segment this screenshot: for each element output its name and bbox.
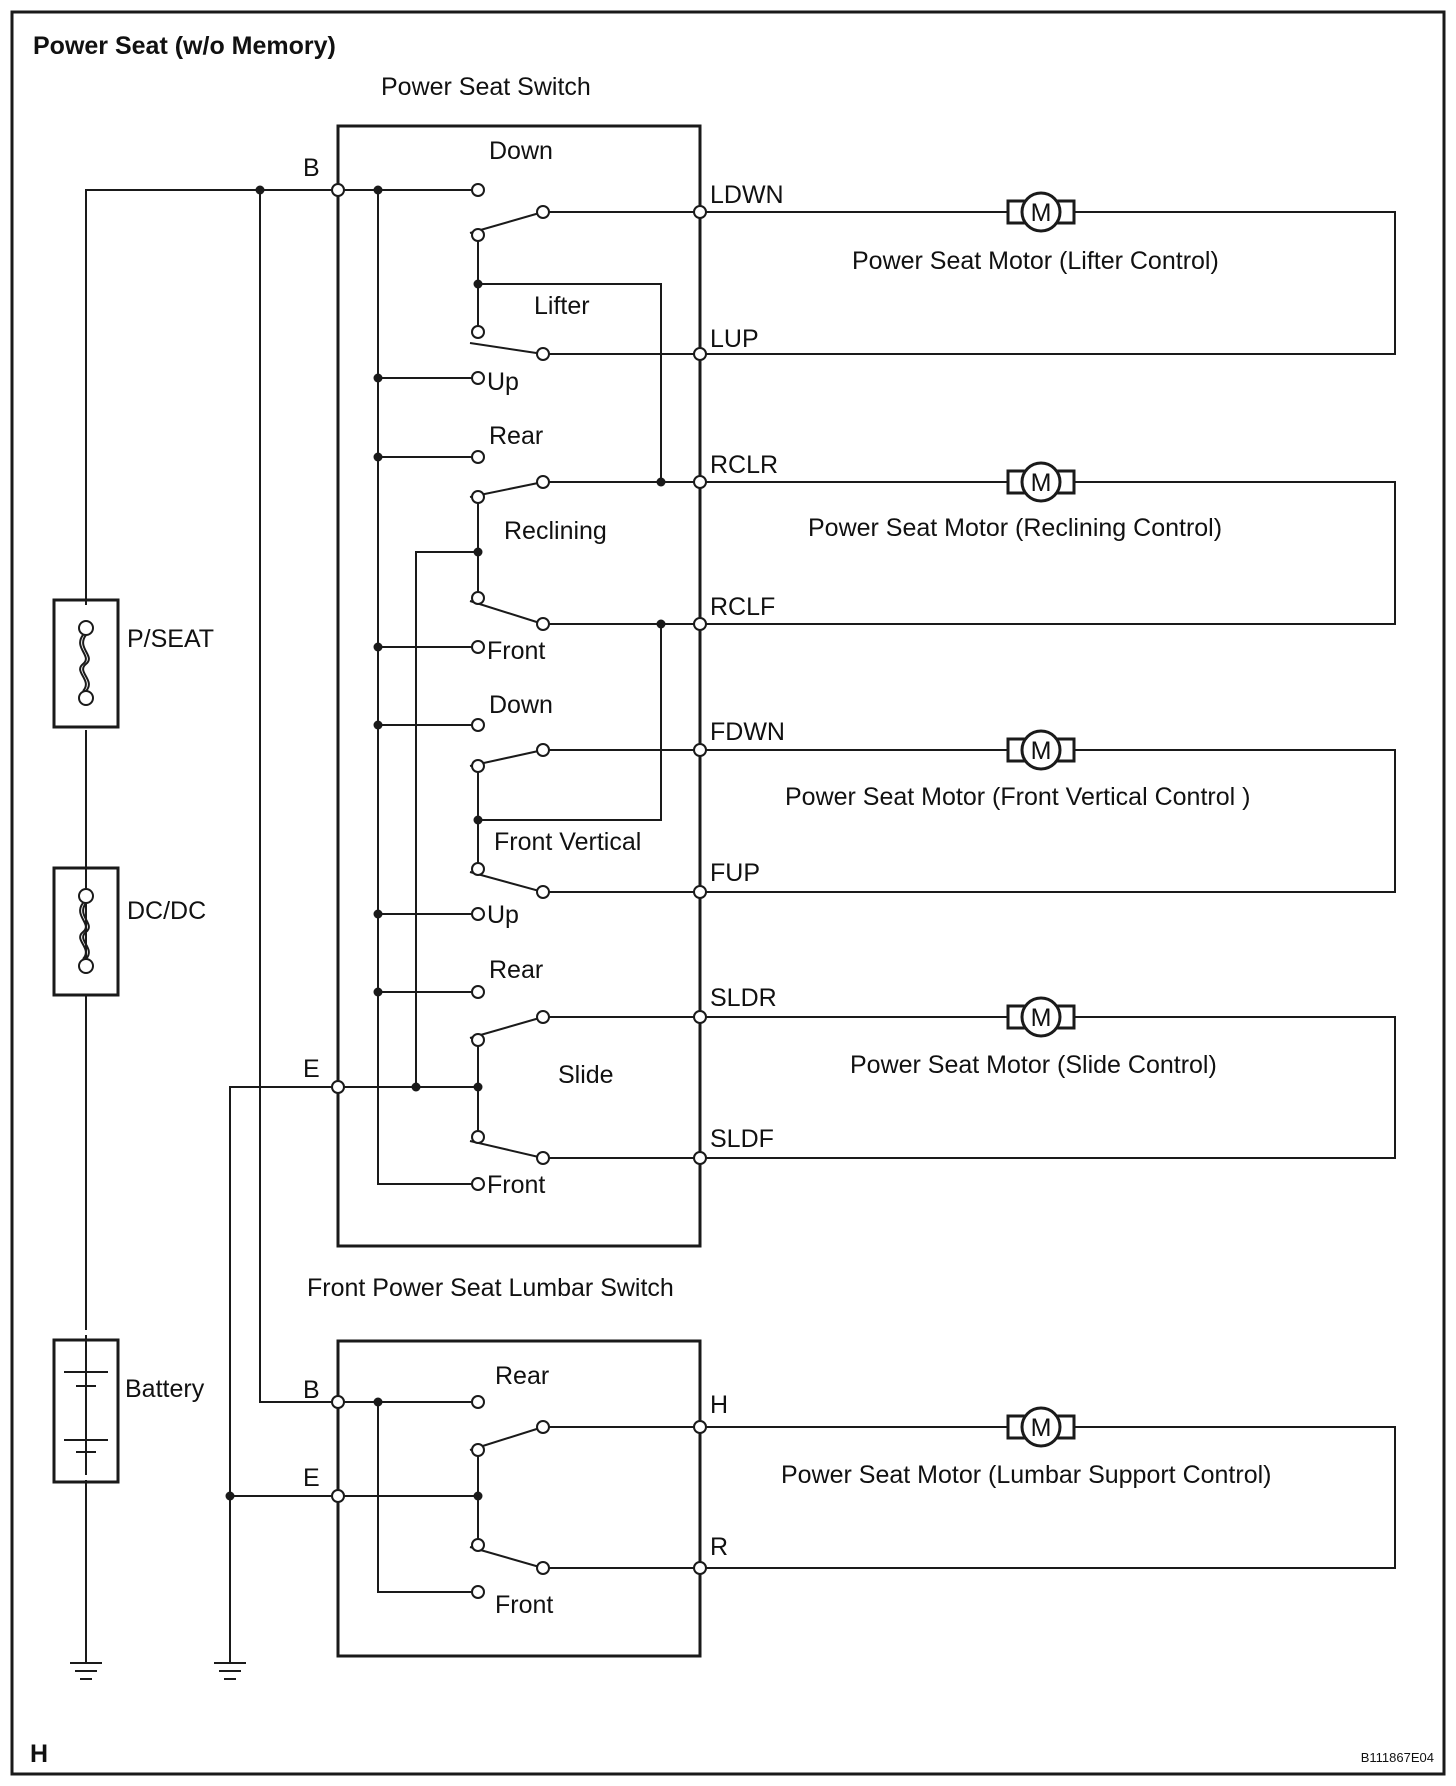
slide-front-label: Front [487,1171,545,1199]
ground-icon [70,1662,102,1680]
motor-label-front-vertical: Power Seat Motor (Front Vertical Control… [785,783,1250,811]
pin-rclr: RCLR [710,451,778,479]
ground-icon [214,1662,246,1680]
motor-label-lumbar: Power Seat Motor (Lumbar Support Control… [781,1461,1272,1489]
reclining-front-label: Front [487,637,545,665]
terminal-e-label: E [303,1055,320,1083]
pin-fdwn: FDWN [710,718,785,746]
motor-icon-lumbar: M [1006,1406,1076,1448]
power-seat-switch-box [336,124,702,1248]
lifter-up-label: Up [487,368,519,396]
slide-rear-label: Rear [489,956,543,984]
terminal-b-label: B [303,154,320,182]
pin-fup: FUP [710,859,760,887]
lifter-down-label: Down [489,137,553,165]
motor-symbol: M [1031,469,1052,497]
pin-sldr: SLDR [710,984,777,1012]
motor-symbol: M [1031,199,1052,227]
lumbar-switch-title: Front Power Seat Lumbar Switch [307,1274,674,1302]
lifter-label: Lifter [534,292,590,320]
pin-sldf: SLDF [710,1125,774,1153]
fuse-pseat [52,598,120,729]
lumbar-front-label: Front [495,1591,553,1619]
battery-symbol [52,1338,120,1484]
motor-symbol: M [1031,737,1052,765]
motor-icon-slide: M [1006,996,1076,1038]
pin-h: H [710,1391,728,1419]
motor-label-lifter: Power Seat Motor (Lifter Control) [852,247,1219,275]
corner-letter: H [30,1740,48,1768]
reclining-rear-label: Rear [489,422,543,450]
wires [85,189,1396,1663]
diagram-frame [10,10,1446,1776]
battery-label: Battery [125,1375,205,1403]
motor-icon-front-vertical: M [1006,729,1076,771]
pin-rclf: RCLF [710,593,775,621]
motor-icon-reclining: M [1006,461,1076,503]
slide-label: Slide [558,1061,614,1089]
fuse-dcdc [52,866,120,997]
pin-lup: LUP [710,325,759,353]
pin-r: R [710,1533,728,1561]
motor-symbol: M [1031,1004,1052,1032]
lumbar-terminal-e-label: E [303,1464,320,1492]
figure-code: B111867E04 [1361,1750,1434,1765]
lumbar-rear-label: Rear [495,1362,549,1390]
front-vertical-up-label: Up [487,901,519,929]
motor-symbol: M [1031,1414,1052,1442]
reclining-label: Reclining [504,517,607,545]
motor-label-reclining: Power Seat Motor (Reclining Control) [808,514,1222,542]
page-title: Power Seat (w/o Memory) [33,32,336,60]
lumbar-terminal-b-label: B [303,1376,320,1404]
terminals [331,183,707,1599]
junction-dots [225,185,666,1501]
motor-icon-lifter: M [1006,191,1076,233]
fuse-dcdc-label: DC/DC [127,897,206,925]
fuse-pseat-label: P/SEAT [127,625,214,653]
front-vertical-label: Front Vertical [494,828,641,856]
pin-ldwn: LDWN [710,181,784,209]
power-seat-switch-title: Power Seat Switch [381,73,591,101]
front-vertical-down-label: Down [489,691,553,719]
motor-label-slide: Power Seat Motor (Slide Control) [850,1051,1217,1079]
